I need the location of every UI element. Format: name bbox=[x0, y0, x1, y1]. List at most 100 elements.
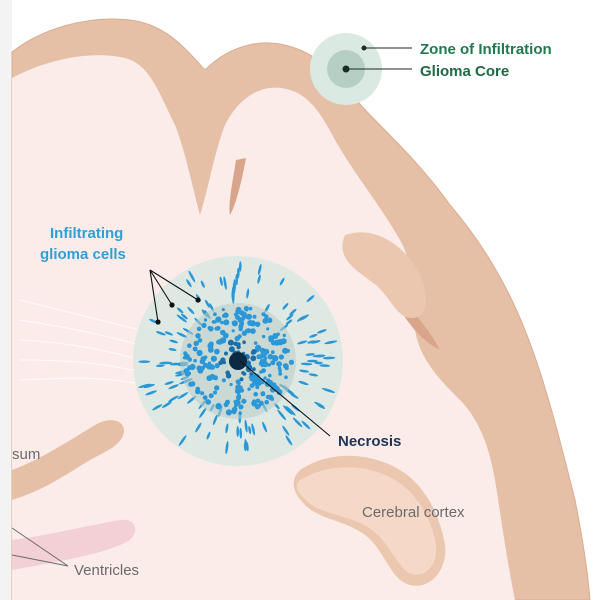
core-cell bbox=[222, 308, 225, 311]
core-cell bbox=[257, 347, 261, 351]
core-cell bbox=[247, 387, 250, 390]
core-cell bbox=[232, 320, 238, 326]
necrosis-center bbox=[229, 352, 247, 370]
core-cell bbox=[235, 315, 240, 320]
core-cell bbox=[237, 394, 241, 398]
core-cell bbox=[197, 327, 202, 332]
core-cell bbox=[247, 320, 253, 326]
core-cell bbox=[238, 412, 242, 416]
core-cell bbox=[270, 360, 275, 365]
core-cell bbox=[241, 371, 245, 375]
core-cell bbox=[285, 366, 289, 370]
core-cell bbox=[260, 391, 265, 396]
core-cell bbox=[210, 347, 214, 351]
core-cell bbox=[242, 340, 246, 344]
core-cell bbox=[246, 328, 251, 333]
core-cell bbox=[271, 350, 275, 354]
core-cell bbox=[267, 363, 271, 367]
core-cell bbox=[237, 342, 241, 346]
core-cell bbox=[286, 349, 290, 353]
core-cell bbox=[263, 376, 266, 379]
core-cell bbox=[208, 362, 211, 365]
core-cell bbox=[276, 361, 282, 367]
cerebral-cortex-label: Cerebral cortex bbox=[362, 504, 465, 521]
core-cell bbox=[196, 365, 201, 370]
core-cell bbox=[193, 359, 197, 363]
core-cell bbox=[218, 360, 223, 365]
core-cell bbox=[214, 349, 220, 355]
core-cell bbox=[259, 370, 263, 374]
core-cell bbox=[205, 399, 211, 405]
core-cell bbox=[209, 393, 214, 398]
core-cell bbox=[223, 312, 229, 318]
core-cell bbox=[195, 333, 200, 338]
ventricles-label: Ventricles bbox=[74, 562, 139, 579]
core-cell bbox=[206, 375, 212, 381]
core-cell bbox=[213, 391, 217, 395]
core-cell bbox=[184, 369, 188, 373]
core-cell bbox=[195, 387, 200, 392]
core-cell bbox=[215, 403, 221, 409]
core-cell bbox=[216, 326, 221, 331]
necrosis-label: Necrosis bbox=[338, 433, 401, 450]
core-cell bbox=[240, 377, 244, 381]
core-cell bbox=[193, 347, 198, 352]
core-cell bbox=[203, 395, 208, 400]
core-cell bbox=[211, 366, 215, 370]
core-cell bbox=[224, 352, 228, 356]
core-cell bbox=[262, 335, 265, 338]
core-cell bbox=[238, 386, 242, 390]
core-cell bbox=[245, 308, 248, 311]
core-cell bbox=[250, 378, 254, 382]
core-cell bbox=[252, 367, 256, 371]
core-cell bbox=[213, 312, 217, 316]
core-cell bbox=[204, 355, 208, 359]
core-cell bbox=[239, 322, 244, 327]
core-cell bbox=[203, 363, 208, 368]
core-cell bbox=[197, 350, 203, 356]
core-cell bbox=[241, 318, 245, 322]
core-cell bbox=[183, 356, 186, 359]
infiltrating-label-line1: Infiltrating bbox=[50, 225, 123, 242]
core-cell bbox=[234, 400, 238, 404]
core-cell bbox=[225, 371, 230, 376]
core-cell bbox=[187, 343, 192, 348]
core-cell bbox=[204, 318, 207, 321]
core-cell bbox=[231, 409, 236, 414]
core-cell bbox=[277, 333, 280, 336]
core-cell bbox=[270, 397, 274, 401]
core-cell bbox=[268, 374, 272, 378]
core-cell bbox=[190, 364, 196, 370]
core-cell bbox=[266, 327, 269, 330]
core-cell bbox=[208, 326, 213, 331]
legend-core-label: Glioma Core bbox=[420, 63, 509, 80]
core-cell bbox=[283, 334, 286, 337]
infiltrating-label-line2: glioma cells bbox=[40, 246, 126, 263]
glioma-tumor bbox=[133, 256, 343, 466]
core-cell bbox=[225, 400, 230, 405]
core-cell bbox=[249, 307, 253, 311]
core-cell bbox=[235, 336, 240, 341]
core-cell bbox=[284, 376, 288, 380]
core-cell bbox=[278, 372, 282, 376]
core-cell bbox=[262, 361, 268, 367]
core-cell bbox=[212, 320, 216, 324]
core-cell bbox=[243, 312, 247, 316]
core-cell bbox=[230, 383, 233, 386]
pointer-dot-1 bbox=[155, 319, 160, 324]
core-cell bbox=[253, 392, 258, 397]
core-cell bbox=[183, 351, 187, 355]
core-cell bbox=[211, 356, 217, 362]
pointer-dot-2 bbox=[169, 302, 174, 307]
core-cell bbox=[246, 314, 252, 320]
legend: Zone of Infiltration Glioma Core bbox=[310, 33, 552, 105]
legend-zone-label: Zone of Infiltration bbox=[420, 41, 552, 58]
core-cell bbox=[253, 315, 257, 319]
core-cell bbox=[226, 409, 232, 415]
core-cell bbox=[254, 341, 258, 345]
core-cell bbox=[261, 312, 265, 316]
core-cell bbox=[215, 316, 221, 322]
core-cell bbox=[250, 355, 256, 361]
